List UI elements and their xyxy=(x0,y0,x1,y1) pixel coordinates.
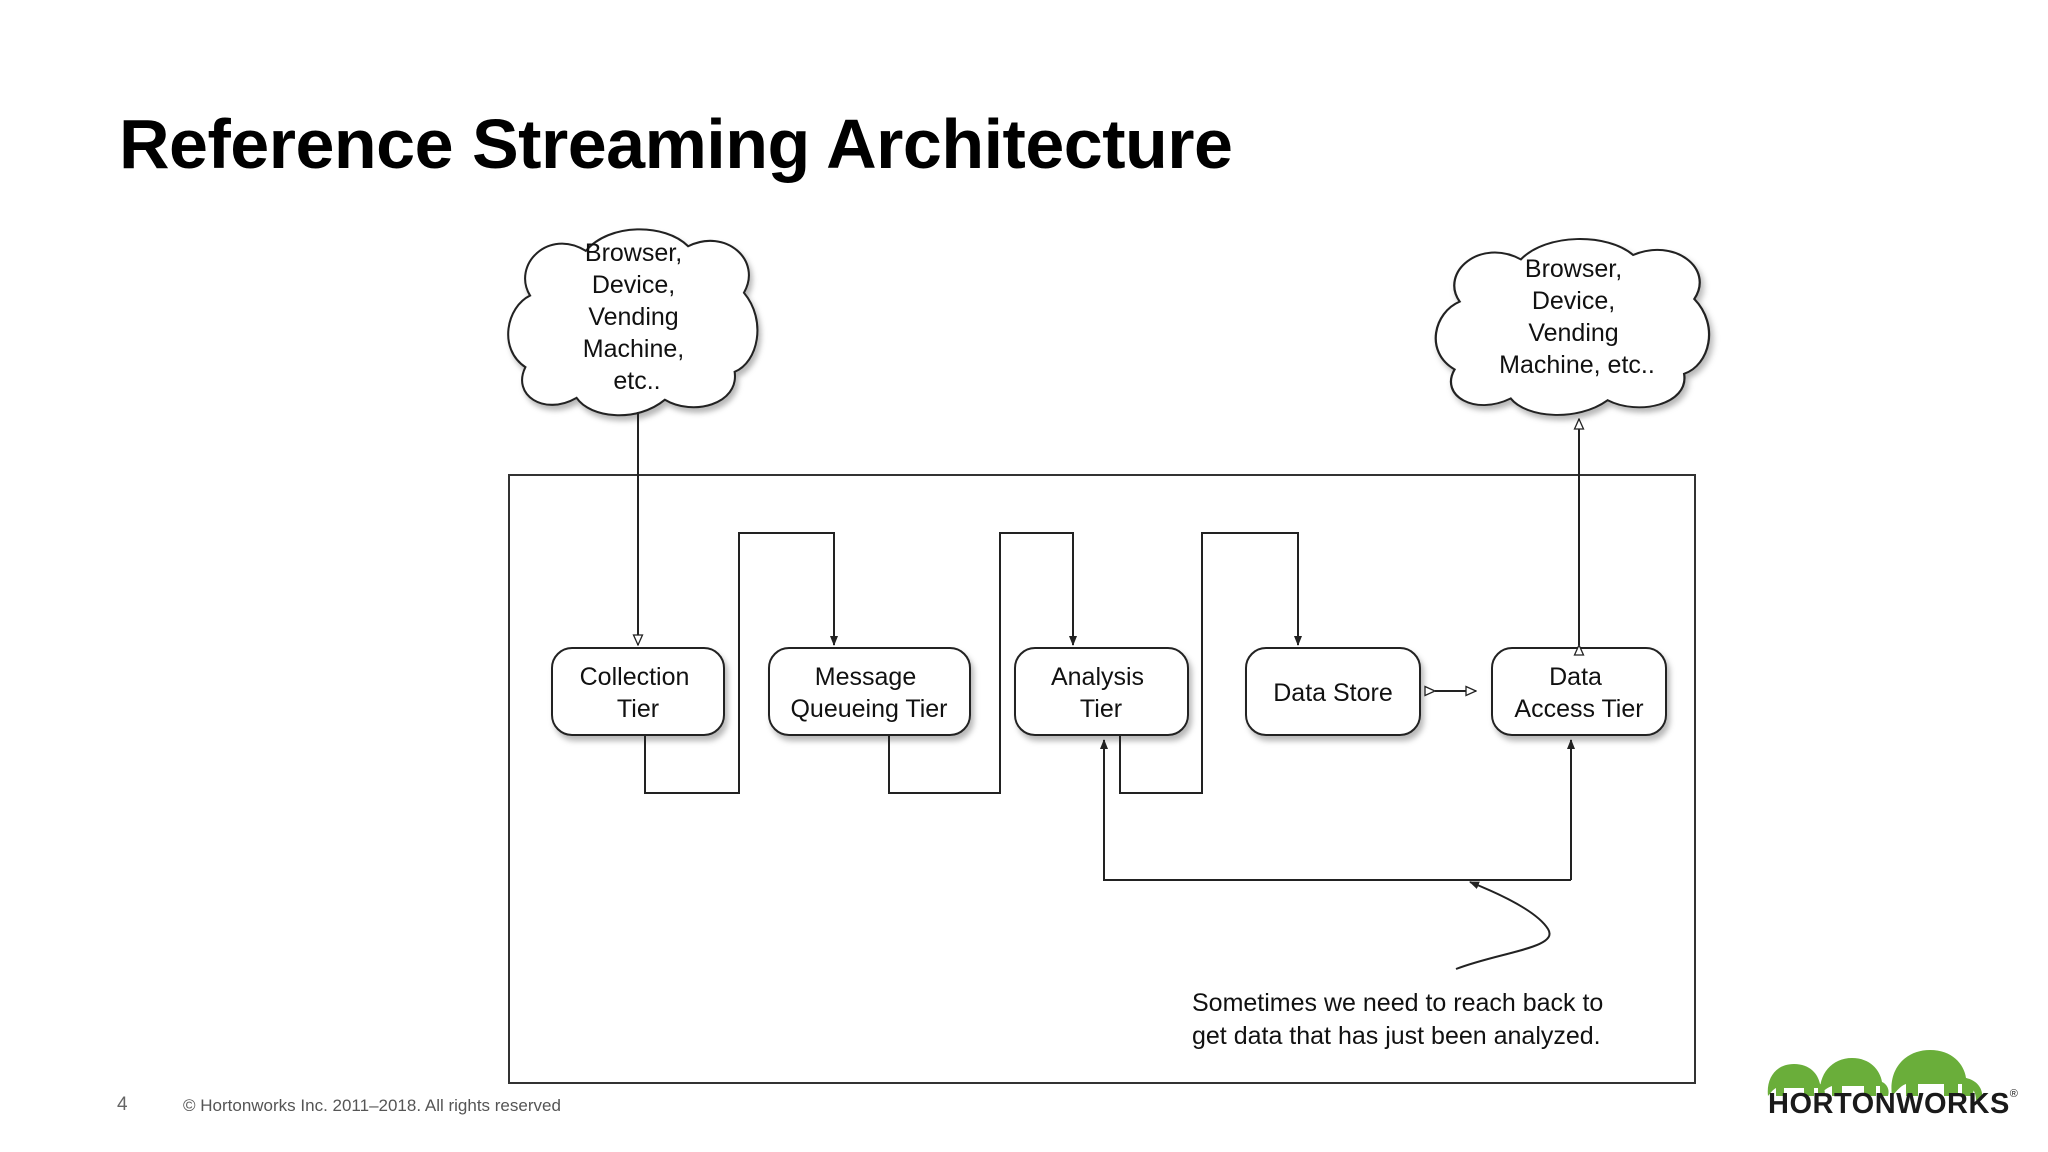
collection-to-queueing-arrow xyxy=(644,532,838,794)
data-access-tier-line-1: Data xyxy=(1549,663,1602,691)
data-store-label: Data Store xyxy=(1273,679,1393,707)
collection-tier-box xyxy=(551,647,725,736)
reach-back-note-line-2: get data that has just been analyzed. xyxy=(1192,1022,1601,1050)
analysis-tier-line-2: Tier xyxy=(1080,695,1122,723)
consumer-cloud-label: Browser, Device, Vending Machine, etc.. xyxy=(1499,255,1655,379)
source-cloud-line-1: Browser, xyxy=(585,239,682,267)
source-cloud-label: Browser, Device, Vending Machine, etc.. xyxy=(583,239,691,395)
source-cloud-line-2: Device, xyxy=(592,271,675,299)
logo-wordmark: HORTONWORKS xyxy=(1768,1088,2010,1120)
reach-back-note-line-1: Sometimes we need to reach back to xyxy=(1192,989,1603,1017)
reach-back-note: Sometimes we need to reach back to get d… xyxy=(1192,989,1610,1050)
data-access-tier-line-2: Access Tier xyxy=(1514,695,1643,723)
analysis-tier-box xyxy=(1014,647,1189,736)
source-cloud-line-4: Machine, xyxy=(583,335,684,363)
message-queueing-tier-label: Message Queueing Tier xyxy=(790,663,947,723)
note-pointer-arrow xyxy=(1455,881,1551,970)
consumer-cloud-line-4: Machine, etc.. xyxy=(1499,351,1655,379)
data-access-tier-label: Data Access Tier xyxy=(1514,663,1643,723)
hortonworks-logo-text: HORTONWORKS® xyxy=(1768,1088,2018,1121)
analysis-to-store-arrow xyxy=(1119,532,1302,794)
analysis-tier-label: Analysis Tier xyxy=(1051,663,1151,723)
source-cloud-line-3: Vending xyxy=(588,303,678,331)
queueing-to-analysis-arrow xyxy=(888,532,1077,794)
message-queueing-tier-box xyxy=(768,647,971,736)
collection-tier-label: Collection Tier xyxy=(580,663,697,723)
system-boundary xyxy=(508,474,1696,1084)
collection-tier-line-1: Collection xyxy=(580,663,690,691)
analysis-tier-line-1: Analysis xyxy=(1051,663,1144,691)
consumer-cloud-line-3: Vending xyxy=(1528,319,1618,347)
data-store-line-1: Data Store xyxy=(1273,679,1393,707)
consumer-cloud-line-2: Device, xyxy=(1532,287,1615,315)
page-number: 4 xyxy=(117,1094,128,1115)
consumer-cloud-line-1: Browser, xyxy=(1525,255,1622,283)
message-queueing-tier-line-2: Queueing Tier xyxy=(790,695,947,723)
reach-back-to-analysis-arrow xyxy=(1100,739,1571,881)
message-queueing-tier-line-1: Message xyxy=(815,663,916,691)
logo-registered-mark: ® xyxy=(2009,1088,2019,1100)
data-store-box xyxy=(1245,647,1421,736)
collection-tier-line-2: Tier xyxy=(617,695,659,723)
source-cloud-line-5: etc.. xyxy=(613,367,660,395)
hortonworks-elephants-icon xyxy=(1767,1050,1983,1100)
copyright-text: © Hortonworks Inc. 2011–2018. All rights… xyxy=(183,1096,561,1115)
slide-title: Reference Streaming Architecture xyxy=(119,105,1233,183)
